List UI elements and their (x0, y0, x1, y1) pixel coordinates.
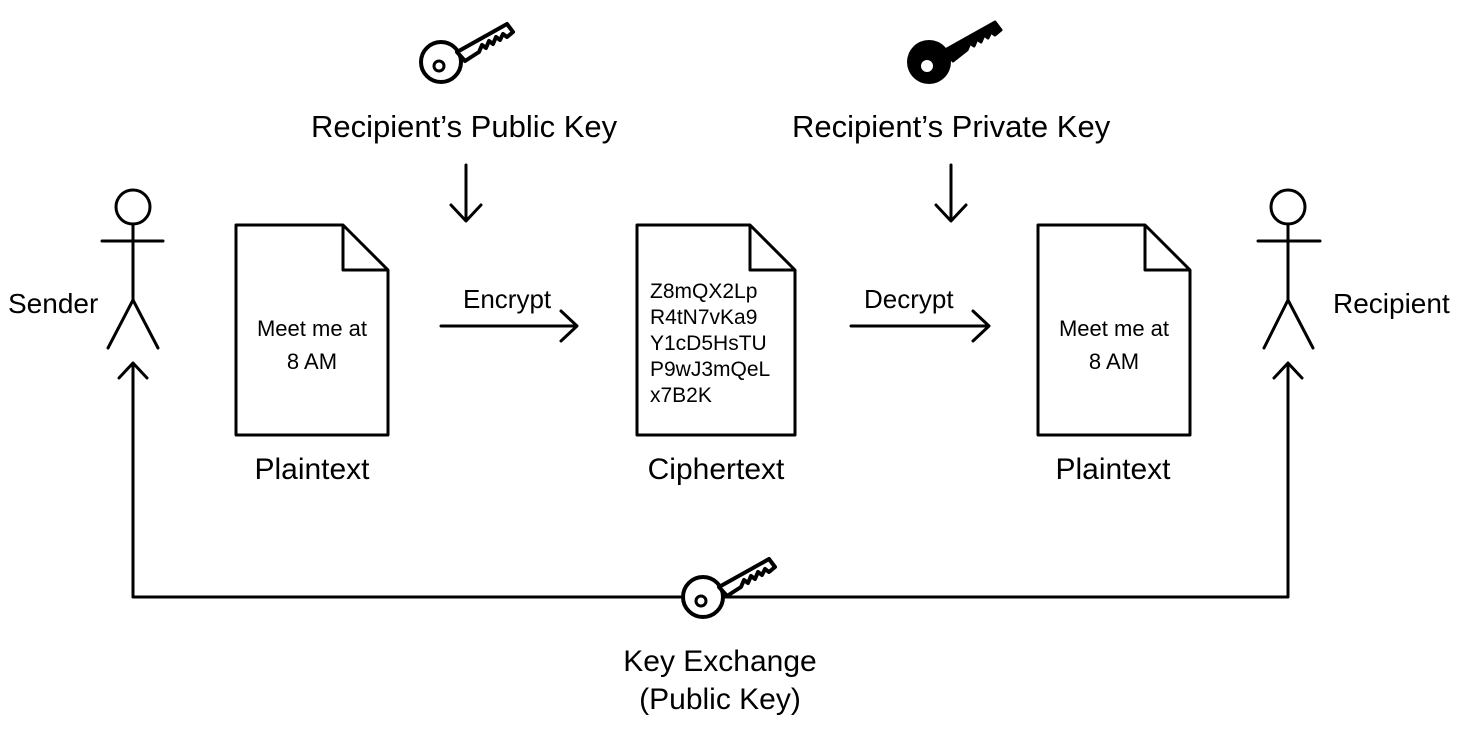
plaintext-right-line2: 8 AM (1088, 349, 1140, 374)
encrypt-arrow (439, 309, 579, 343)
decrypt-arrow (849, 309, 991, 343)
encrypt-label: Encrypt (463, 284, 552, 314)
ciphertext-line: R4tN7vKa9 (650, 306, 758, 329)
plaintext-right-message: Meet me at 8 AM (1038, 312, 1190, 378)
recipient-figure-icon (1256, 188, 1322, 350)
plaintext-document-left (234, 223, 390, 437)
decrypt-label: Decrypt (864, 284, 954, 314)
plaintext-left-message: Meet me at 8 AM (236, 312, 388, 378)
public-key-arrow (449, 163, 483, 223)
private-key-arrow (934, 163, 968, 223)
plaintext-right-caption: Plaintext (1055, 453, 1171, 486)
ciphertext-caption: Ciphertext (647, 453, 785, 486)
ciphertext-line: x7B2K (650, 384, 712, 407)
plaintext-left-line2: 8 AM (286, 349, 338, 374)
sender-label: Sender (8, 288, 99, 319)
ciphertext-line: Z8mQX2Lp (650, 280, 758, 303)
private-key-label: Recipient’s Private Key (792, 109, 1111, 144)
plaintext-right-line1: Meet me at (1058, 316, 1170, 341)
plaintext-document-right (1036, 223, 1192, 437)
ciphertext-line: Y1cD5HsTU (650, 332, 767, 355)
key-exchange-label: Key Exchange (Public Key) (570, 643, 870, 719)
key-exchange-key-icon (681, 557, 777, 619)
key-exchange-line2: (Public Key) (639, 683, 801, 716)
key-exchange-line1: Key Exchange (623, 645, 817, 678)
ciphertext-document (635, 223, 797, 437)
plaintext-left-line1: Meet me at (256, 316, 368, 341)
sender-figure-icon (100, 188, 165, 350)
ciphertext-line: P9wJ3mQeL (650, 358, 771, 381)
plaintext-left-caption: Plaintext (254, 453, 370, 486)
private-key-icon (905, 20, 1003, 86)
ciphertext-message: Z8mQX2Lp R4tN7vKa9 Y1cD5HsTU P9wJ3mQeL x… (650, 279, 770, 409)
public-key-label: Recipient’s Public Key (311, 109, 618, 144)
recipient-label: Recipient (1333, 288, 1450, 319)
public-key-icon (419, 22, 515, 84)
